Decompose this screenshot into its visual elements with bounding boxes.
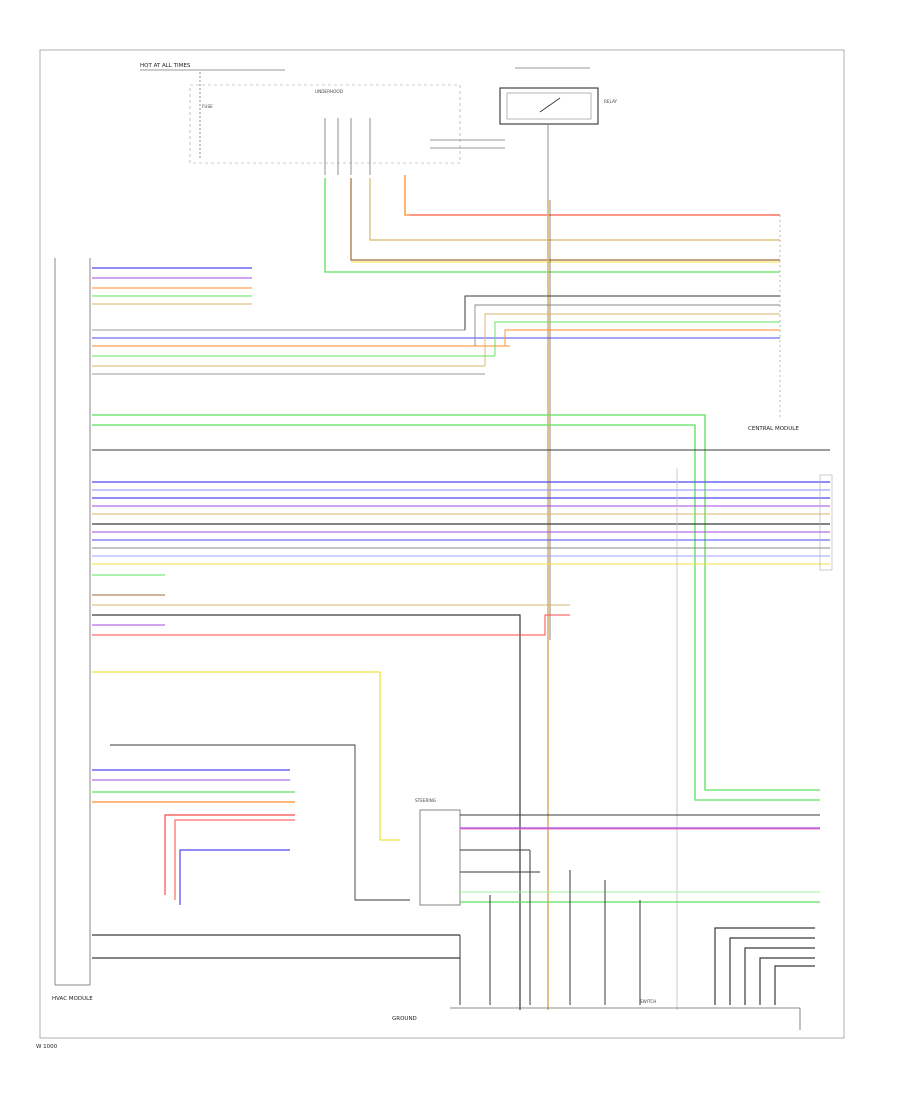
diagram-frame [39,49,845,1039]
underhood-box-label: UNDERHOOD [315,89,343,94]
lower-component: STEERING [415,798,820,906]
hot-at-all-times-label: HOT AT ALL TIMES [140,63,191,69]
left-module-label: HVAC MODULE [52,996,93,1002]
left-module: HVAC MODULE [52,258,830,1010]
right-module-label: CENTRAL MODULE [748,426,799,432]
top-section: HOT AT ALL TIMES FUSE UNDERHOOD RELAY [140,63,618,200]
bottom-switch-assembly: SWITCH GROUND [392,850,815,1030]
lower-component-label: STEERING [415,798,436,803]
fuse-label-left: FUSE [202,104,213,109]
lower-right-component-label: SWITCH [640,999,656,1004]
relay-box [499,87,599,125]
ground-label: GROUND [392,1016,417,1022]
relay-label: RELAY [604,99,618,104]
footer-code: W 1000 [36,1044,58,1050]
top-wires [324,175,781,1010]
right-module: CENTRAL MODULE [748,426,833,571]
